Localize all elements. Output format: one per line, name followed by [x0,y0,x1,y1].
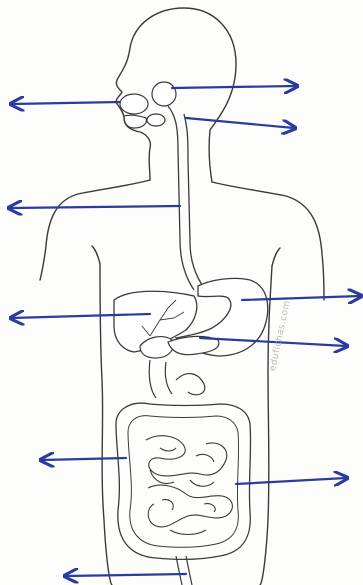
large-intestine-inner [128,416,239,548]
small-intestine [146,436,232,535]
esophagus [168,106,204,290]
large-intestine-arrow [42,458,126,460]
pharynx-arrow [186,118,294,128]
esophagus-arrow [10,206,180,208]
small-intestine-arrow [236,478,346,484]
rectum-arrow [66,574,186,576]
rectum [176,556,192,585]
duodenum [149,360,205,398]
mouth-arrow [12,102,120,104]
salivary-glands-arrow [172,86,296,88]
mouth-organs [120,82,176,128]
